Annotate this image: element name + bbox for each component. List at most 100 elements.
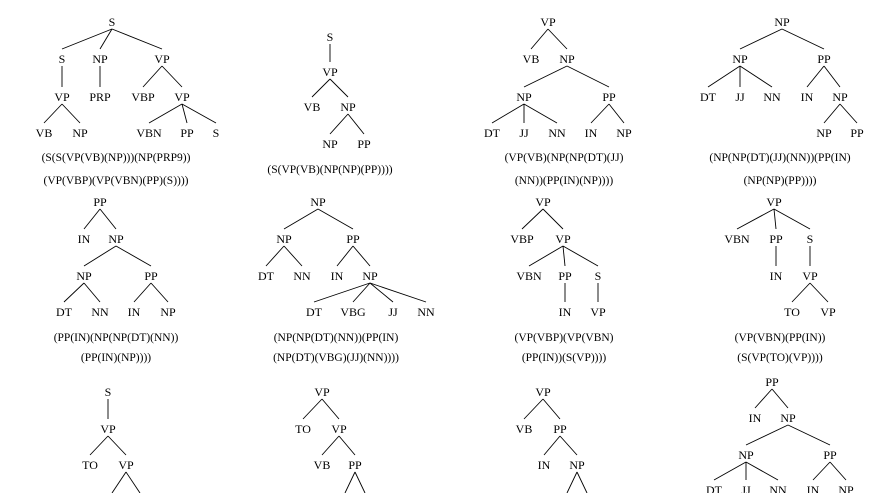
tree-node-label: NP xyxy=(780,411,796,425)
tree-node-label: VP xyxy=(100,422,116,436)
tree-node-label: NP xyxy=(616,126,632,140)
tree-bracket-notation: (NN))(PP(IN)(NP)))) xyxy=(514,175,614,187)
tree-edge xyxy=(111,471,127,493)
tree-edge xyxy=(739,28,783,50)
tree-edge xyxy=(754,388,773,409)
tree-node-label: PP xyxy=(602,90,616,104)
tree-node-label: DT xyxy=(306,305,323,319)
tree-edge xyxy=(713,461,747,481)
tree-node-label: NP xyxy=(832,90,848,104)
tree-node-label: VP xyxy=(54,90,70,104)
tree-bracket-notation: (PP(IN))(S(VP)))) xyxy=(521,352,607,364)
tree-edge xyxy=(61,103,81,124)
tree-node-label: VB xyxy=(516,422,533,436)
tree-bracket-notation: (VP(VBP)(VP(VBN) xyxy=(514,332,614,344)
tree-edge xyxy=(317,208,354,230)
tree-node-label: DT xyxy=(258,269,275,283)
tree-node-label: NN xyxy=(769,483,787,493)
tree-node-label: PP xyxy=(765,375,779,389)
tree-node-label: IN xyxy=(770,269,783,283)
tree-node-label: VP xyxy=(802,269,818,283)
tree-edge xyxy=(83,282,101,303)
tree-node-label: VP xyxy=(766,195,782,209)
tree-node-label: DT xyxy=(56,305,73,319)
tree-edge xyxy=(354,471,366,493)
tree-node-label: NP xyxy=(108,232,124,246)
tree-node-label: NP xyxy=(340,100,356,114)
tree-edge xyxy=(562,245,566,267)
tree-edge xyxy=(83,245,117,267)
tree-edge xyxy=(773,208,811,230)
tree-bracket-notation: (VP(VB)(NP(NP(DT)(JJ) xyxy=(504,152,624,164)
tree-edge xyxy=(791,282,811,303)
tree-node-label: VP xyxy=(322,65,338,79)
tree-bracket-notation: (NP(DT)(VBG)(JJ)(NN)))) xyxy=(273,352,399,364)
tree-node-label: VB xyxy=(304,100,321,114)
tree-node-label: IN xyxy=(585,126,598,140)
tree-edge xyxy=(839,103,858,124)
tree-node-label: VP xyxy=(820,305,836,319)
tree-edge xyxy=(311,78,331,98)
tree-node-label: NP xyxy=(362,269,378,283)
tree-edge xyxy=(806,65,825,88)
tree-edge xyxy=(329,113,349,135)
tree-node-label: JJ xyxy=(519,126,529,140)
tree-edge xyxy=(142,65,163,88)
tree-node-label: VBP xyxy=(510,232,534,246)
tree-node-label: S xyxy=(213,126,220,140)
tree-bracket-notation: (NP(NP(DT)(NN))(PP(IN) xyxy=(273,332,399,344)
tree-node-label: S xyxy=(807,232,814,246)
tree-node-label: NP xyxy=(732,52,748,66)
tree-edge xyxy=(181,103,188,124)
tree-node-label: VB xyxy=(36,126,53,140)
tree-edge xyxy=(302,398,323,420)
tree-bracket-notation: (PP(IN)(NP)))) xyxy=(80,352,152,364)
tree-node-label: PP xyxy=(144,269,158,283)
tree-edge xyxy=(83,208,101,230)
tree-edge xyxy=(576,471,588,493)
tree-edge xyxy=(491,103,525,124)
tree-edge xyxy=(773,208,777,230)
tree-edge xyxy=(63,282,85,303)
tree-node-label: IN xyxy=(749,411,762,425)
tree-node-label: PP xyxy=(348,458,362,472)
tree-edge xyxy=(43,103,63,124)
tree-node-label: S xyxy=(595,269,602,283)
tree-edge xyxy=(771,388,789,409)
tree-node-label: IN xyxy=(538,458,551,472)
tree-edge xyxy=(590,103,610,124)
tree-node-label: IN xyxy=(807,483,820,493)
tree-node-label: VBN xyxy=(136,126,162,140)
tree-node-label: DT xyxy=(700,90,717,104)
tree-bracket-notation: (VP(VBN)(PP(IN)) xyxy=(734,332,826,344)
tree-edge xyxy=(745,461,779,481)
tree-edge xyxy=(523,398,544,420)
tree-node-label: JJ xyxy=(741,483,751,493)
tree-node-label: S xyxy=(105,385,112,399)
tree-edge xyxy=(313,282,371,303)
tree-node-label: NP xyxy=(276,232,292,246)
tree-node-label: NP xyxy=(816,126,832,140)
tree-node-label: NP xyxy=(310,195,326,209)
tree-bracket-notation: (S(VP(VB)(NP(NP)(PP)))) xyxy=(267,164,393,176)
tree-node-label: VB xyxy=(314,458,331,472)
tree-node-label: PP xyxy=(769,232,783,246)
tree-edge xyxy=(739,65,773,88)
tree-node-label: PP xyxy=(823,448,837,462)
tree-edge xyxy=(559,435,578,456)
tree-node-label: PP xyxy=(93,195,107,209)
tree-edge xyxy=(829,461,847,481)
tree-node-label: PRP xyxy=(89,90,111,104)
tree-node-label: NP xyxy=(774,15,790,29)
tree-node-label: VBN xyxy=(724,232,750,246)
tree-node-label: NP xyxy=(76,269,92,283)
tree-node-label: IN xyxy=(128,305,141,319)
tree-node-label: PP xyxy=(558,269,572,283)
tree-edge xyxy=(523,65,568,88)
tree-node-label: PP xyxy=(553,422,567,436)
tree-node-label: PP xyxy=(357,137,371,151)
